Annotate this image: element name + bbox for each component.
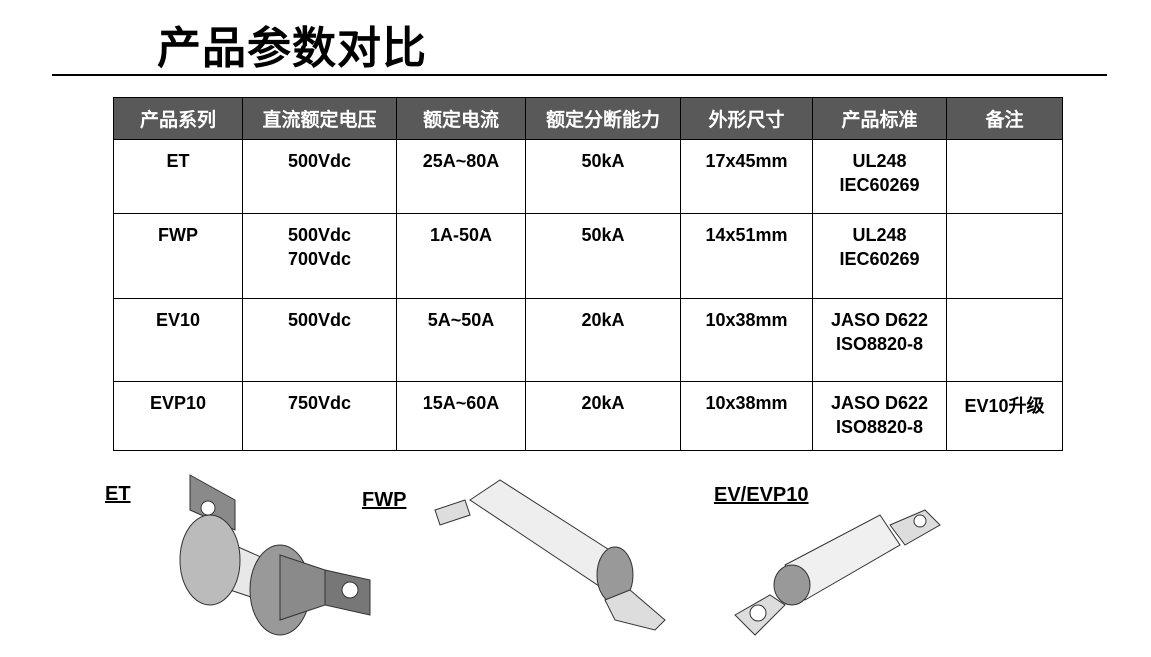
series-cell: EV10: [113, 298, 243, 382]
header-cell: 直流额定电压: [242, 97, 397, 140]
standard: ISO8820-8: [835, 417, 924, 437]
current-cell: 15A~60A: [396, 381, 526, 451]
voltage: 500Vdc: [287, 151, 352, 171]
table-row: EVP10 750Vdc 15A~60A 20kA 10x38mm JASO D…: [113, 381, 1063, 451]
voltage-cell: 500Vdc 700Vdc: [242, 213, 397, 299]
current-cell: 5A~50A: [396, 298, 526, 382]
standard: UL248: [852, 225, 907, 245]
comparison-table: 产品系列 直流额定电压 额定电流 额定分断能力 外形尺寸 产品标准 备注 ET …: [113, 97, 1063, 451]
standard: ISO8820-8: [835, 334, 924, 354]
breaking-cell: 20kA: [525, 298, 681, 382]
header-cell: 额定分断能力: [525, 97, 681, 140]
voltage: 750Vdc: [287, 393, 352, 413]
standard: JASO D622: [830, 310, 929, 330]
voltage: 500Vdc: [287, 225, 352, 245]
note-cell: [946, 213, 1063, 299]
header-cell: 备注: [946, 97, 1063, 140]
voltage-cell: 500Vdc: [242, 139, 397, 214]
standard: IEC60269: [839, 249, 920, 269]
current-cell: 1A-50A: [396, 213, 526, 299]
note-cell: [946, 298, 1063, 382]
et-fuse-image: [179, 474, 371, 636]
standard: IEC60269: [839, 175, 920, 195]
size-cell: 17x45mm: [680, 139, 813, 214]
table-row: EV10 500Vdc 5A~50A 20kA 10x38mm JASO D62…: [113, 298, 1063, 382]
breaking-cell: 20kA: [525, 381, 681, 451]
voltage-cell: 500Vdc: [242, 298, 397, 382]
voltage: 700Vdc: [287, 249, 352, 269]
voltage: 500Vdc: [287, 310, 352, 330]
size-cell: 10x38mm: [680, 381, 813, 451]
voltage-cell: 750Vdc: [242, 381, 397, 451]
page-title: 产品参数对比: [157, 23, 427, 74]
table-row: FWP 500Vdc 700Vdc 1A-50A 50kA 14x51mm UL2…: [113, 213, 1063, 299]
title-divider: [52, 74, 1107, 76]
ev-label: EV/EVP10: [714, 484, 809, 506]
series-cell: EVP10: [113, 381, 243, 451]
fwp-label: FWP: [362, 489, 407, 511]
ev-fuse-image: [734, 509, 941, 636]
table-header: 产品系列 直流额定电压 额定电流 额定分断能力 外形尺寸 产品标准 备注: [113, 97, 1063, 140]
standard: UL248: [852, 151, 907, 171]
header-cell: 额定电流: [396, 97, 526, 140]
size-cell: 14x51mm: [680, 213, 813, 299]
breaking-cell: 50kA: [525, 213, 681, 299]
size-cell: 10x38mm: [680, 298, 813, 382]
series-cell: ET: [113, 139, 243, 214]
current-cell: 25A~80A: [396, 139, 526, 214]
series-cell: FWP: [113, 213, 243, 299]
header-cell: 外形尺寸: [680, 97, 813, 140]
et-label: ET: [105, 483, 131, 505]
note-cell: EV10升级: [946, 381, 1063, 451]
note-cell: [946, 139, 1063, 214]
standard: JASO D622: [830, 393, 929, 413]
header-cell: 产品系列: [113, 97, 243, 140]
header-cell: 产品标准: [812, 97, 947, 140]
fwp-fuse-image: [434, 479, 666, 631]
breaking-cell: 50kA: [525, 139, 681, 214]
